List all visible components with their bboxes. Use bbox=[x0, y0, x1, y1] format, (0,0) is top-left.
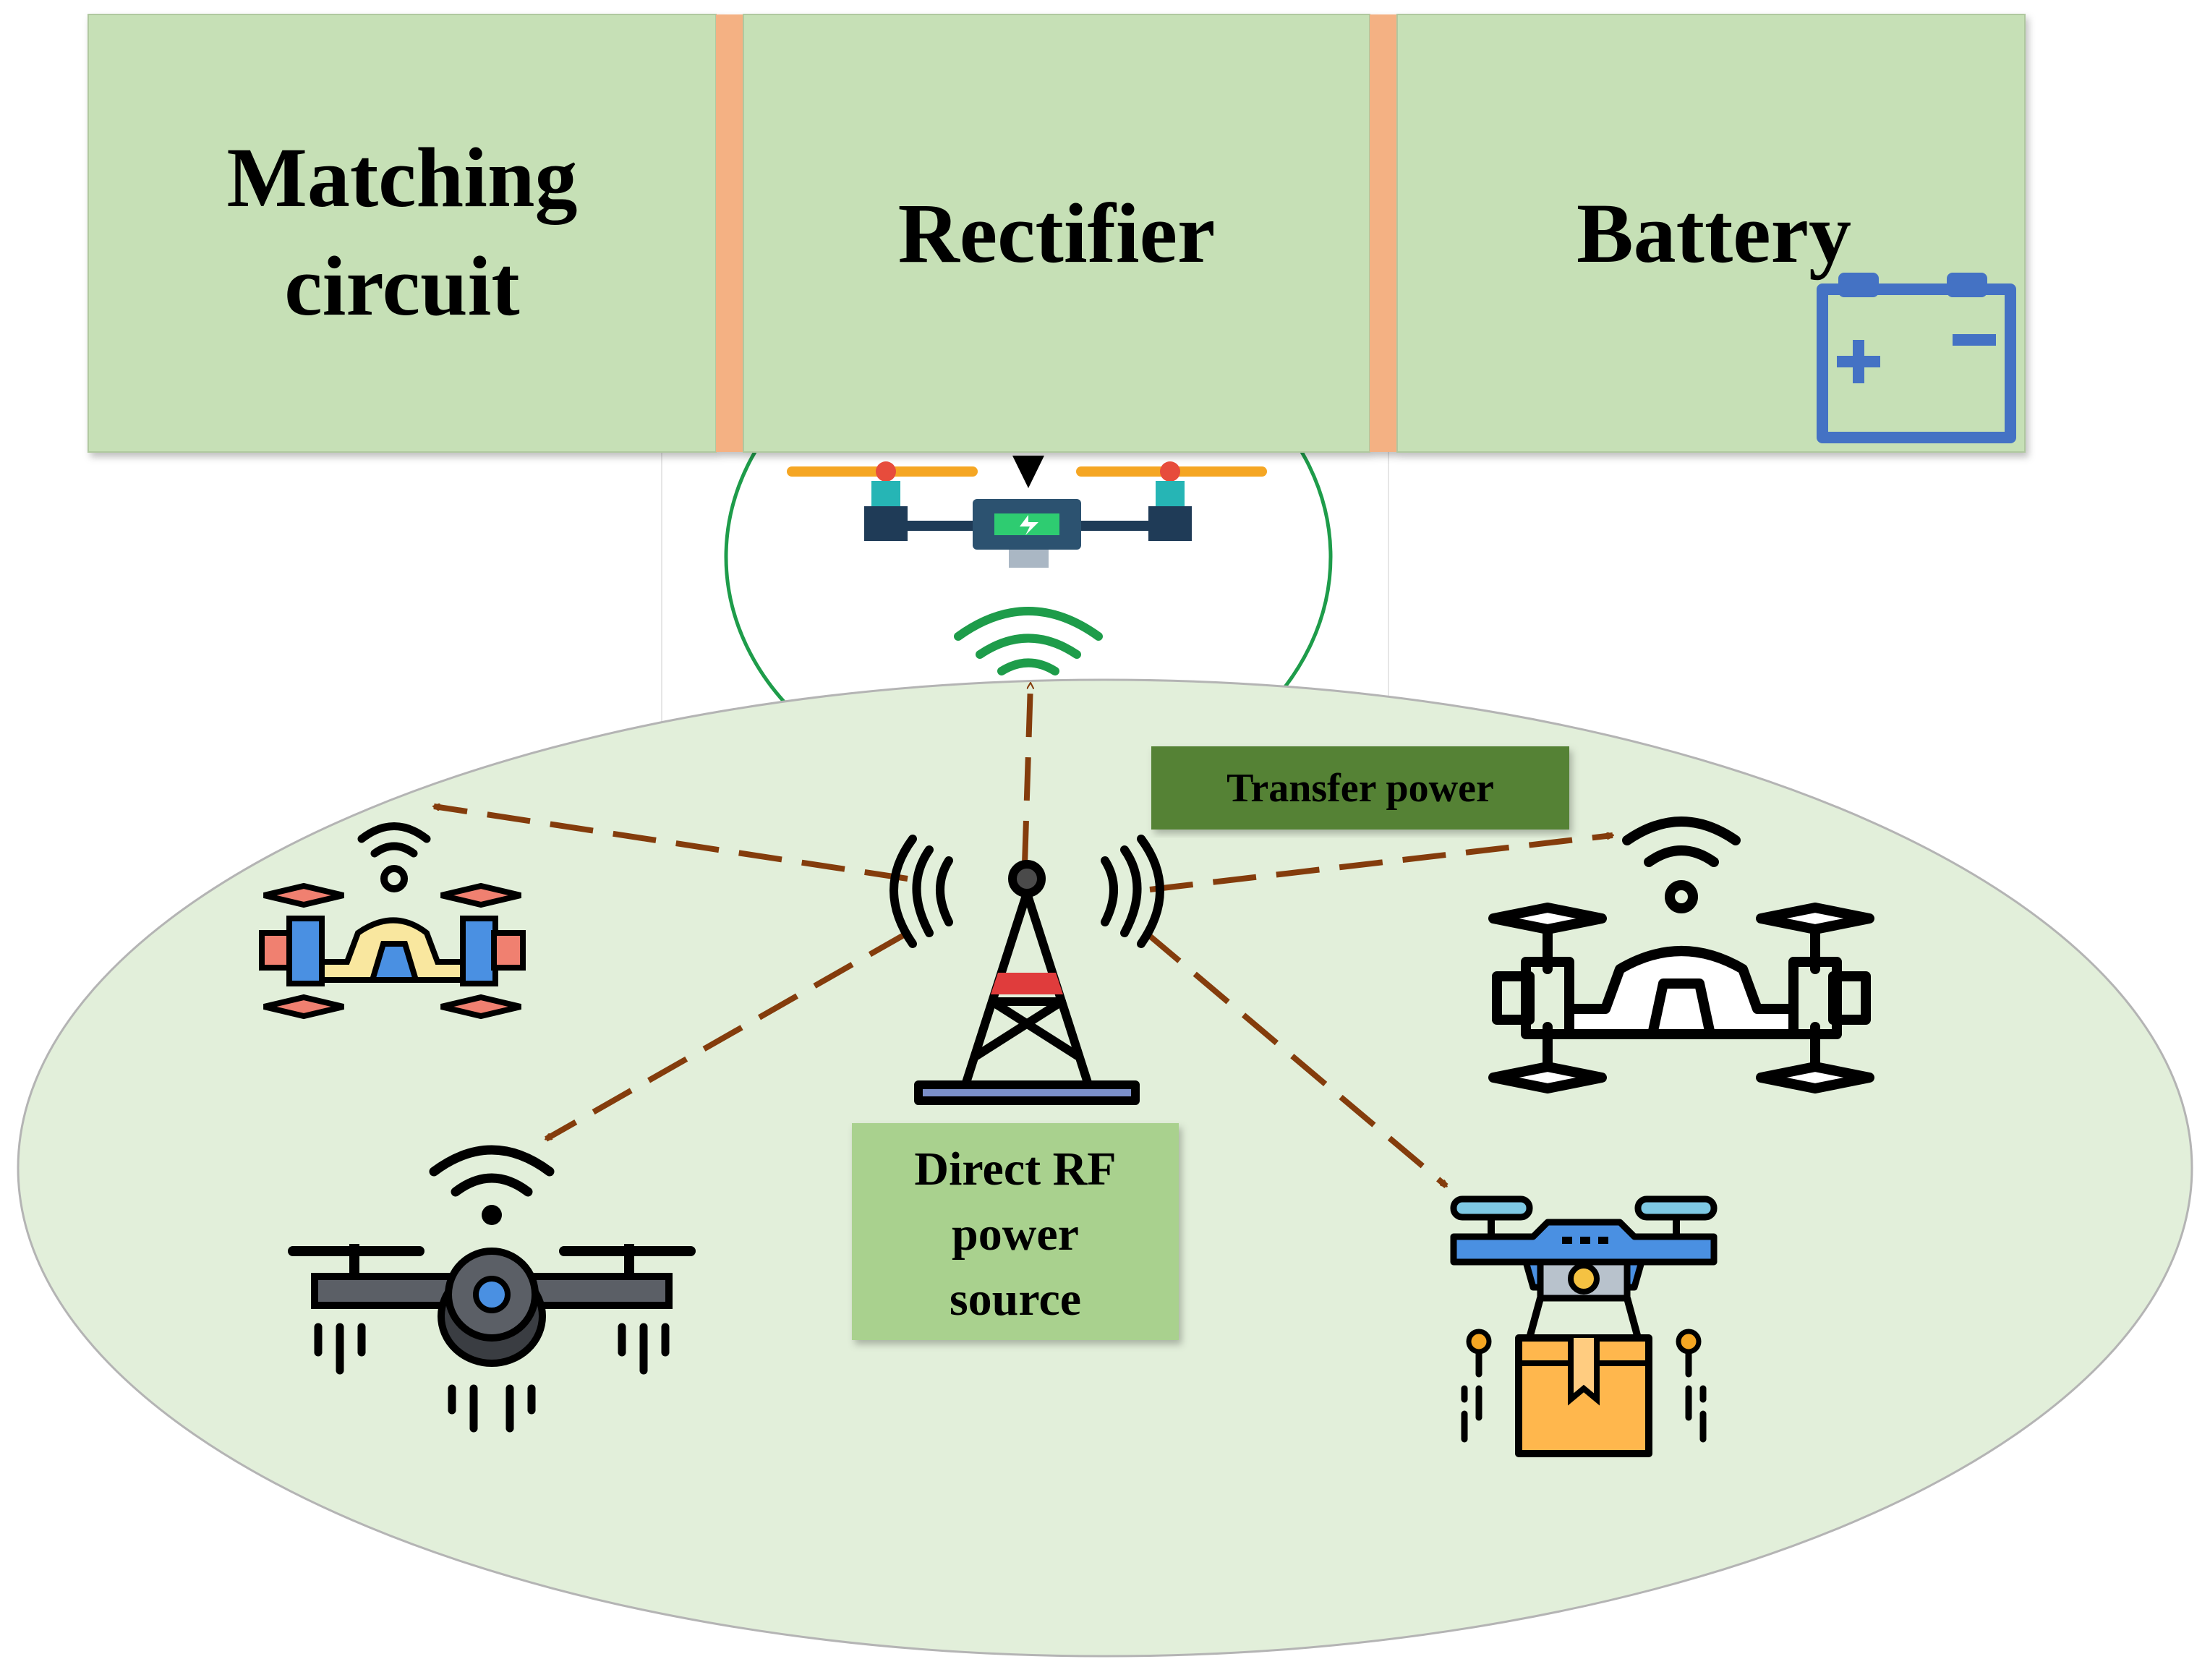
arrow-to-top-drone bbox=[1022, 683, 1031, 865]
separator-2 bbox=[1370, 14, 1397, 452]
rf-source-label-line3: source bbox=[950, 1273, 1081, 1326]
drone-icon bbox=[259, 822, 526, 1020]
charging-drone-icon bbox=[787, 456, 1267, 568]
rectifier-block bbox=[743, 14, 1370, 453]
wifi-icon bbox=[954, 607, 1103, 675]
rf-source-label-line2: power bbox=[952, 1208, 1079, 1261]
transfer-power-label: Transfer power bbox=[1226, 766, 1494, 811]
delivery-drone-icon bbox=[1450, 1195, 1718, 1457]
arrow-to-left-drone bbox=[434, 806, 908, 882]
rf-source-box bbox=[852, 1123, 1179, 1340]
separator-1 bbox=[716, 14, 743, 452]
drone-frame bbox=[661, 448, 1389, 724]
arrow-to-right-drone bbox=[1149, 835, 1613, 892]
matching-circuit-block bbox=[88, 14, 717, 453]
drone-icon bbox=[1488, 816, 1874, 1093]
battery-block bbox=[1396, 14, 2026, 453]
block-row bbox=[88, 14, 2026, 453]
drone-icon bbox=[288, 1145, 696, 1433]
battery-icon bbox=[1817, 273, 2016, 443]
arrow-to-bottom-left-drone bbox=[546, 930, 909, 1142]
battery-label: Battery bbox=[1577, 186, 1851, 281]
rf-source-label-line1: Direct RF bbox=[914, 1143, 1116, 1195]
matching-circuit-label-line1: Matching bbox=[226, 130, 577, 225]
arrow-to-delivery-drone bbox=[1144, 930, 1449, 1189]
matching-circuit-label-line2: circuit bbox=[284, 239, 519, 333]
radio-tower-icon bbox=[889, 835, 1164, 1105]
rectifier-label: Rectifier bbox=[898, 186, 1216, 281]
transfer-power-box bbox=[1151, 746, 1569, 830]
power-arrows bbox=[434, 683, 1613, 1189]
